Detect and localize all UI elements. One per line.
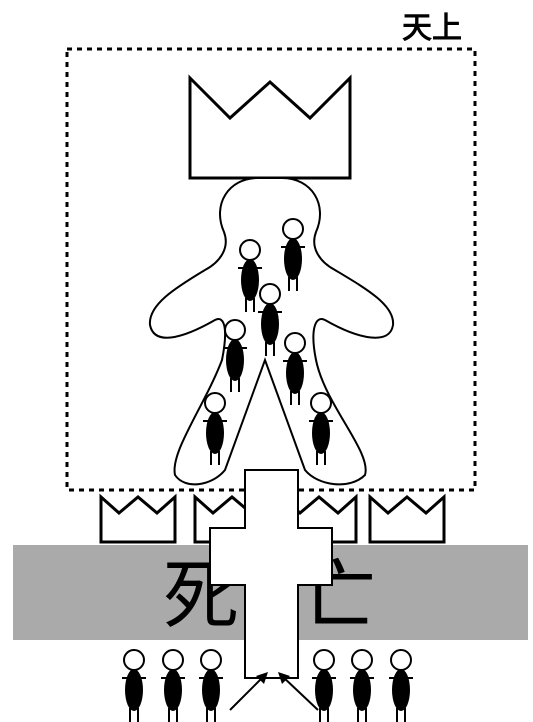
arrow-icon (229, 672, 268, 711)
person-icon (160, 649, 186, 722)
cross-icon (209, 469, 333, 679)
person-icon (121, 649, 147, 722)
large-crown-icon (188, 74, 352, 180)
arrow-icon (278, 672, 319, 711)
small-crown-icon (99, 493, 177, 544)
person-icon (311, 649, 337, 722)
small-crown-icon (368, 493, 446, 544)
person-icon (198, 649, 224, 722)
heaven-label: 天上 (402, 11, 462, 46)
person-icon (349, 649, 375, 722)
person-icon (388, 649, 414, 722)
